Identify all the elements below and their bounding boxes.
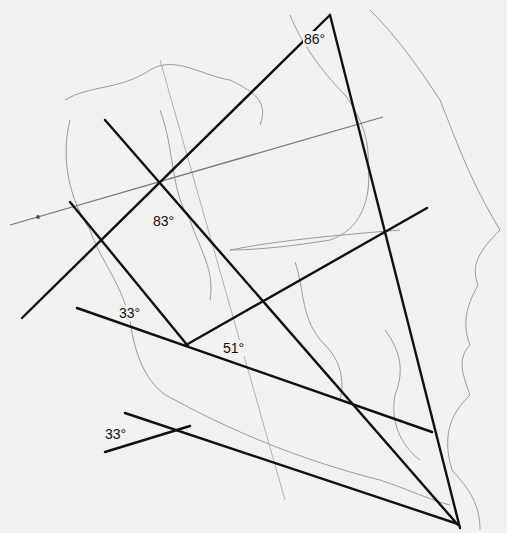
angle-label: 86° bbox=[303, 31, 326, 47]
reference-line bbox=[160, 60, 285, 500]
frankfort-line bbox=[10, 117, 383, 225]
measurement-lines bbox=[22, 15, 460, 528]
ceph-line bbox=[22, 15, 330, 318]
label-holder: 33° bbox=[104, 425, 127, 443]
ceph-line bbox=[105, 426, 190, 452]
ceph-line bbox=[77, 308, 432, 432]
label-holder: 51° bbox=[222, 339, 245, 357]
angle-label: 33° bbox=[118, 305, 141, 321]
ceph-line bbox=[105, 120, 458, 525]
soft-tissue-profile bbox=[370, 10, 500, 530]
angle-label: 51° bbox=[222, 340, 245, 356]
ceph-line bbox=[186, 208, 427, 345]
angle-label: 83° bbox=[152, 213, 175, 229]
orbit-outline bbox=[230, 15, 369, 250]
label-holder: 86° bbox=[303, 30, 326, 48]
mandible-border bbox=[175, 400, 450, 505]
label-holder: 83° bbox=[152, 212, 175, 230]
palatal-outline bbox=[230, 230, 400, 250]
label-holder: 33° bbox=[118, 304, 141, 322]
porion-dot bbox=[36, 215, 40, 219]
angle-label: 33° bbox=[104, 426, 127, 442]
pencil-tracing bbox=[65, 10, 500, 530]
upper-incisor bbox=[295, 262, 342, 400]
ceph-line bbox=[70, 202, 188, 346]
